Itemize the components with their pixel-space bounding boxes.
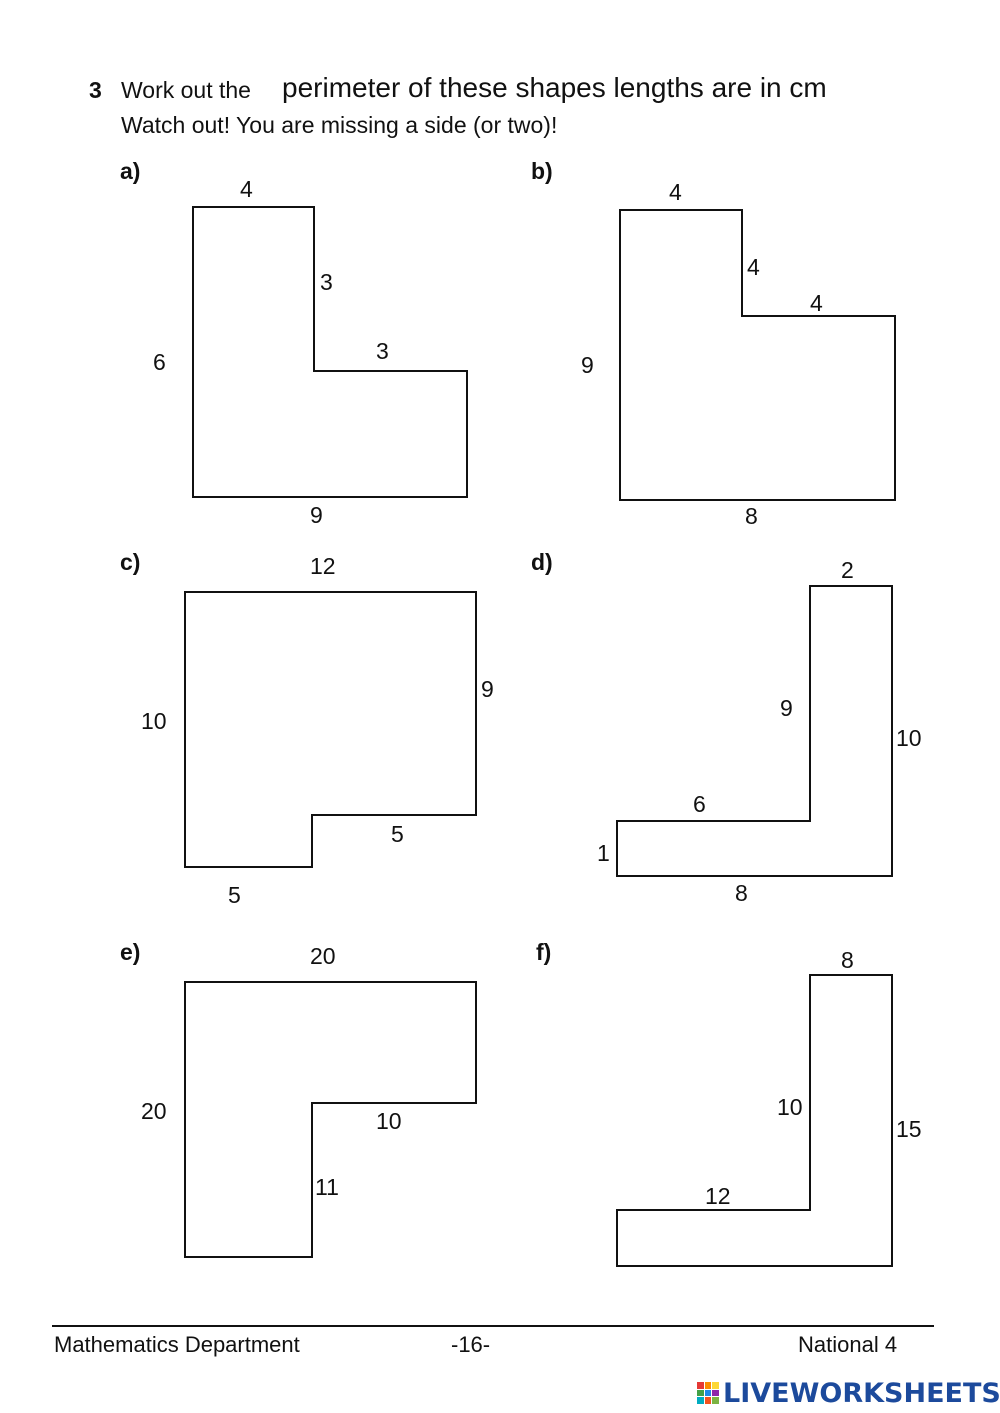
shape-a-inner-vertical-length: 3: [320, 269, 333, 295]
liveworksheets-grid-cell: [704, 1389, 712, 1397]
shape-f-inner-vertical-length: 10: [777, 1094, 803, 1120]
liveworksheets-grid-cell: [712, 1397, 719, 1404]
question-number: 3: [89, 77, 102, 103]
shape-f-outline: [616, 974, 893, 1267]
footer-divider: [52, 1325, 934, 1327]
shape-e-top-length: 20: [310, 943, 336, 969]
shape-e-outline: [184, 981, 477, 1258]
liveworksheets-grid-cell: [712, 1389, 719, 1397]
liveworksheets-logo[interactable]: LIVEWORKSHEETS: [697, 1377, 1000, 1409]
shape-a-outline: [192, 206, 468, 498]
shape-d-inner-horizontal-length: 6: [693, 791, 706, 817]
shape-c-label: c): [120, 549, 141, 575]
footer-department: Mathematics Department: [54, 1332, 300, 1357]
shape-a-inner-horizontal-length: 3: [376, 338, 389, 364]
shape-a-label: a): [120, 158, 141, 184]
shape-a-top-length: 4: [240, 176, 253, 202]
shape-c-left-length: 10: [141, 708, 167, 734]
question-text-part2: perimeter of these shapes lengths are in…: [282, 72, 827, 103]
shape-c-inner-horizontal-length: 5: [391, 821, 404, 847]
shape-b-outline: [619, 209, 896, 501]
liveworksheets-grid-cell: [712, 1382, 719, 1389]
liveworksheets-wordmark: LIVEWORKSHEETS: [723, 1377, 1000, 1409]
shape-d-outline: [616, 585, 893, 877]
shape-d-label: d): [531, 549, 553, 575]
liveworksheets-grid-icon: [697, 1382, 719, 1404]
shape-c-right-length: 9: [481, 676, 494, 702]
shape-c-outline: [184, 591, 477, 868]
question-warning: Watch out! You are missing a side (or tw…: [121, 112, 558, 138]
shape-f-inner-horizontal-length: 12: [705, 1183, 731, 1209]
shape-b-inner-vertical-length: 4: [747, 254, 760, 280]
shape-a-bottom-length: 9: [310, 502, 323, 528]
shape-d-inner-vertical-length: 9: [780, 695, 793, 721]
shape-b-top-length: 4: [669, 179, 682, 205]
shape-b-label: b): [531, 158, 553, 184]
shape-f-top-length: 8: [841, 947, 854, 973]
question-text-part1: Work out the: [121, 77, 251, 103]
shape-e-inner-vertical-length: 11: [315, 1174, 339, 1200]
shape-b-bottom-length: 8: [745, 503, 758, 529]
liveworksheets-grid-cell: [697, 1382, 704, 1389]
liveworksheets-grid-cell: [704, 1382, 712, 1389]
shape-f-right-length: 15: [896, 1116, 922, 1142]
shape-b-left-length: 9: [581, 352, 594, 378]
shape-c-bottom-length: 5: [228, 882, 241, 908]
shape-e-inner-horizontal-length: 10: [376, 1108, 402, 1134]
shape-e-left-length: 20: [141, 1098, 167, 1124]
shape-d-right-length: 10: [896, 725, 922, 751]
liveworksheets-grid-cell: [704, 1397, 712, 1404]
footer-page-number: -16-: [451, 1332, 491, 1357]
shape-c-top-length: 12: [310, 553, 336, 579]
shape-e-label: e): [120, 939, 141, 965]
liveworksheets-grid-cell: [697, 1397, 704, 1404]
shape-d-left-length: 1: [597, 840, 610, 866]
shape-f-label: f): [536, 939, 552, 965]
footer-level: National 4: [798, 1332, 898, 1357]
shape-b-inner-horizontal-length: 4: [810, 290, 823, 316]
shape-d-bottom-length: 8: [735, 880, 748, 906]
liveworksheets-grid-cell: [697, 1389, 704, 1397]
shape-d-top-length: 2: [841, 557, 854, 583]
shape-a-left-length: 6: [153, 349, 166, 375]
